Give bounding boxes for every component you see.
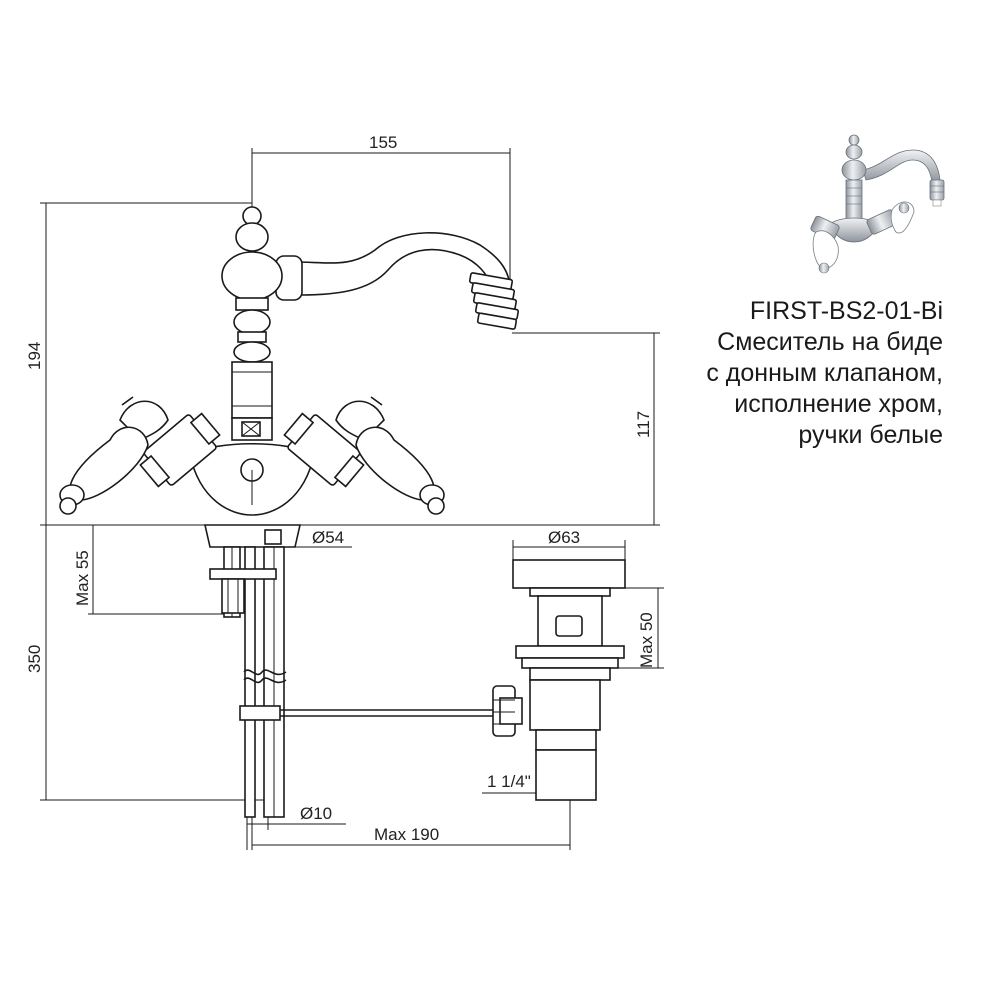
left-valve — [139, 412, 221, 488]
faucet-drawing — [59, 206, 626, 818]
description-line: Смеситель на биде — [717, 328, 943, 356]
waste-valve — [512, 559, 626, 801]
right-valve — [283, 412, 365, 488]
description-line: исполнение хром, — [734, 390, 943, 418]
right-handle — [335, 396, 445, 515]
dim-hose-length: 350 — [25, 645, 44, 673]
dim-max-deck: Max 55 — [73, 550, 92, 606]
dim-total-height: 194 — [25, 342, 44, 370]
description-line: ручки белые — [798, 421, 943, 449]
dim-waste-cap: Ø63 — [548, 528, 580, 547]
dim-rod-diameter: Ø10 — [300, 804, 332, 823]
dim-waste-thread: 1 1/4" — [487, 772, 531, 791]
product-photo — [810, 134, 945, 274]
dim-spout-height: 117 — [634, 411, 653, 438]
dim-waste-max: Max 50 — [637, 612, 656, 668]
left-handle — [59, 396, 169, 515]
product-caption: FIRST-BS2-01-Bi Смеситель на биде с донн… — [623, 296, 943, 451]
mounting-flange — [203, 524, 302, 548]
dim-base-diameter: Ø54 — [312, 528, 344, 547]
product-code: FIRST-BS2-01-Bi — [749, 297, 943, 325]
dim-spout-reach: 155 — [369, 133, 397, 152]
dimension-labels: 155 194 117 Ø54 Max 55 350 Ø63 Max 50 1 … — [25, 133, 656, 844]
dim-rod-max: Max 190 — [374, 825, 439, 844]
description-line: с донным клапаном, — [706, 359, 943, 387]
